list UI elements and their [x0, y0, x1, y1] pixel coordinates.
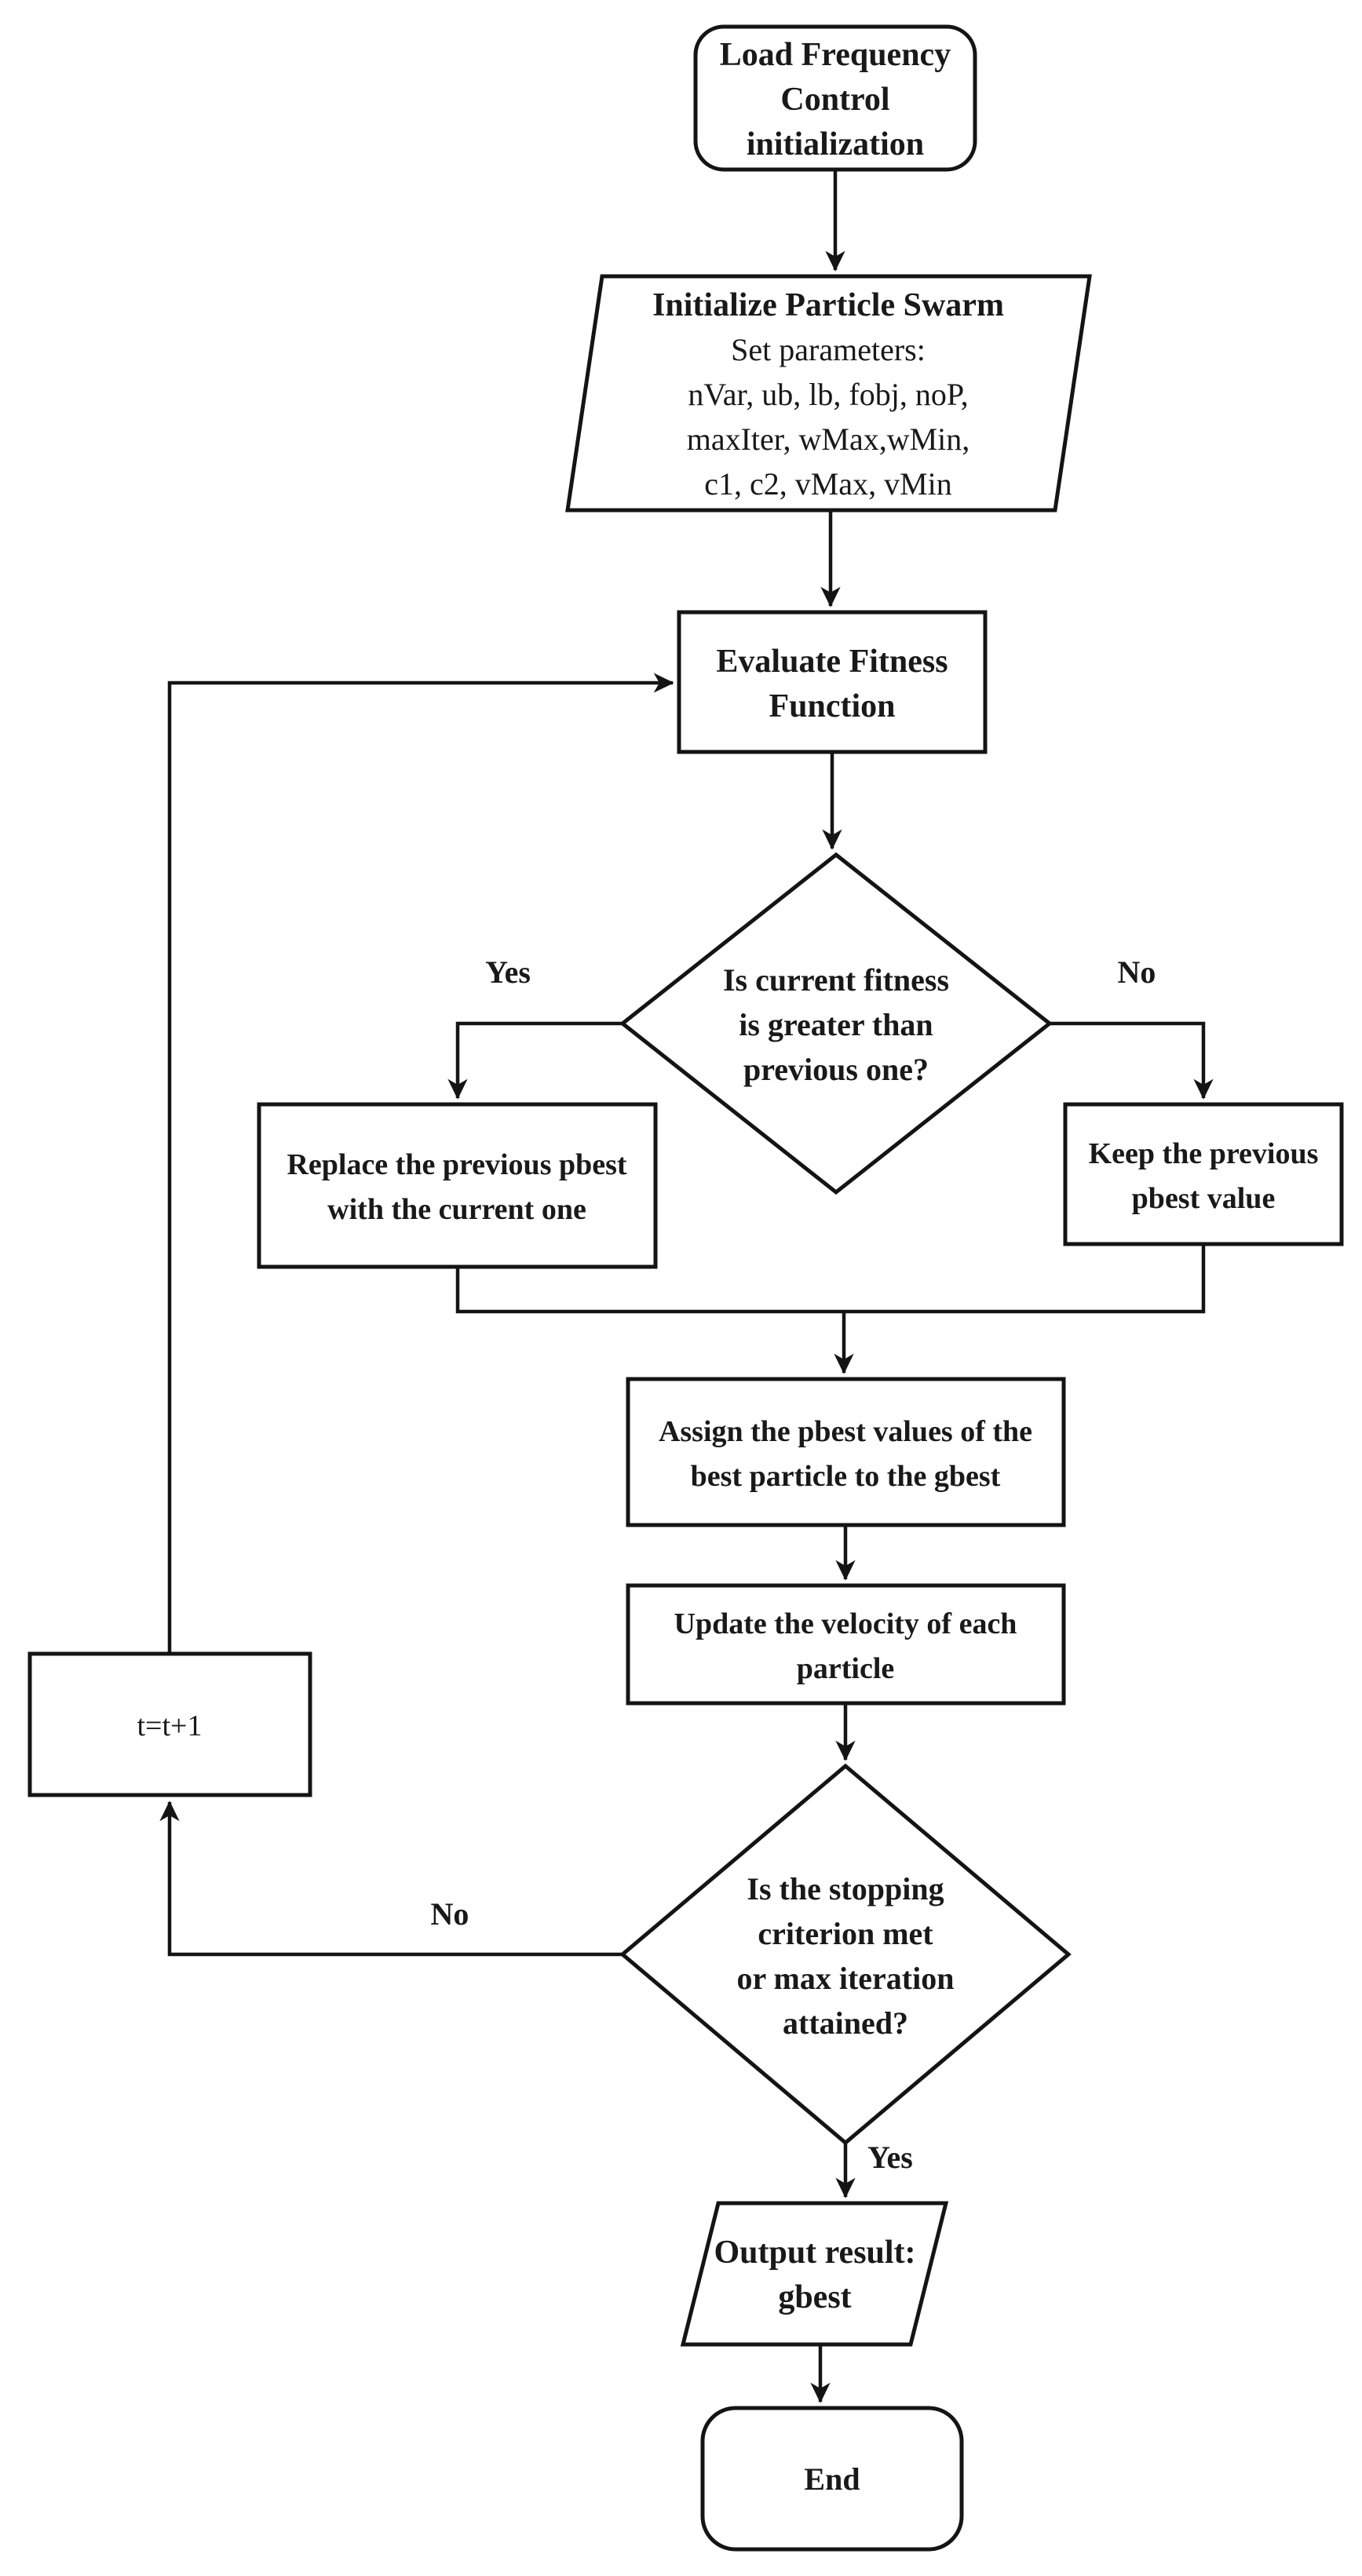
edge-increment-to-evaluate-loop — [167, 673, 674, 1654]
replace-pbest-label-line: Replace the previous pbest — [287, 1148, 626, 1181]
fitness-decision-node: Is current fitness is greater than previ… — [619, 852, 1053, 1195]
update-velocity-node: Update the velocity of each particle — [626, 1583, 1066, 1706]
replace-pbest-label-line: with the current one — [327, 1193, 586, 1226]
output-node: Output result: gbest — [680, 2201, 949, 2347]
edge-fitness-no — [1050, 1021, 1214, 1100]
end-label-line: End — [804, 2461, 860, 2497]
increment-label-line: t=t+1 — [137, 1709, 203, 1742]
init-swarm-label-line: maxIter, wMax,wMin, — [687, 421, 970, 457]
replace-pbest-node: Replace the previous pbest with the curr… — [257, 1102, 658, 1269]
update-velocity-label-line: Update the velocity of each — [674, 1607, 1017, 1640]
init-swarm-label-line: nVar, ub, lb, fobj, noP, — [688, 377, 968, 412]
fitness-decision-label-line: previous one? — [743, 1052, 929, 1087]
assign-gbest-shape — [626, 1377, 1066, 1527]
end-shape — [700, 2406, 964, 2552]
increment-shape — [27, 1651, 312, 1797]
evaluate-node: Evaluate Fitness Function — [677, 610, 988, 754]
fitness-decision-label-line: Is current fitness — [723, 962, 949, 998]
start-label-line: Load Frequency — [720, 37, 951, 73]
keep-pbest-shape — [1063, 1102, 1344, 1246]
fitness-decision-label-line: is greater than — [739, 1007, 933, 1042]
stop-decision-label-line: criterion met — [758, 1916, 933, 1951]
keep-pbest-label-line: pbest value — [1132, 1182, 1276, 1215]
stop-decision-label-line: attained? — [783, 2005, 908, 2041]
assign-gbest-label-line: best particle to the gbest — [691, 1460, 1001, 1493]
start-shape — [693, 24, 977, 172]
edge-label-fitness-yes: Yes — [485, 954, 531, 990]
evaluate-label-line: Evaluate Fitness — [716, 644, 948, 680]
stop-decision-node: Is the stopping criterion met or max ite… — [619, 1763, 1072, 2146]
stop-decision-label-line: or max iteration — [737, 1961, 955, 1996]
edge-label-fitness-no: No — [1118, 954, 1156, 990]
init-swarm-shape — [565, 274, 1092, 513]
edge-stop-no-to-increment — [159, 1801, 623, 1957]
output-shape — [680, 2201, 949, 2347]
edge-label-stop-no: No — [431, 1896, 469, 1932]
keep-pbest-label-line: Keep the previous — [1089, 1137, 1319, 1170]
keep-pbest-node: Keep the previous pbest value — [1063, 1102, 1344, 1246]
edge-label-stop-yes: Yes — [867, 2140, 913, 2175]
replace-pbest-shape — [257, 1102, 658, 1269]
update-velocity-label-line: particle — [797, 1652, 895, 1685]
stop-decision-label-line: Is the stopping — [747, 1871, 944, 1906]
update-velocity-shape — [626, 1583, 1066, 1706]
edge-fitness-yes — [447, 1021, 623, 1100]
assign-gbest-label-line: Assign the pbest values of the — [659, 1415, 1032, 1448]
output-label-line: Output result: — [714, 2235, 915, 2271]
increment-node: t=t+1 — [27, 1651, 312, 1797]
fitness-decision-shape — [619, 852, 1053, 1195]
init-swarm-label-line: Set parameters: — [731, 332, 926, 367]
start-label-line: Control — [780, 82, 889, 118]
stop-decision-shape — [619, 1763, 1072, 2146]
init-swarm-label-line: c1, c2, vMax, vMin — [704, 466, 952, 502]
evaluate-shape — [677, 610, 988, 754]
output-label-line: gbest — [778, 2279, 851, 2315]
edge-merge-connector — [455, 1245, 1206, 1314]
end-node: End — [700, 2406, 964, 2552]
evaluate-label-line: Function — [769, 688, 895, 724]
init-swarm-title: Initialize Particle Swarm — [652, 287, 1004, 323]
init-swarm-node: Initialize Particle Swarm Set parameters… — [565, 274, 1092, 513]
start-node: Load Frequency Control initialization — [693, 24, 977, 172]
start-label-line: initialization — [747, 126, 924, 162]
assign-gbest-node: Assign the pbest values of the best part… — [626, 1377, 1066, 1527]
